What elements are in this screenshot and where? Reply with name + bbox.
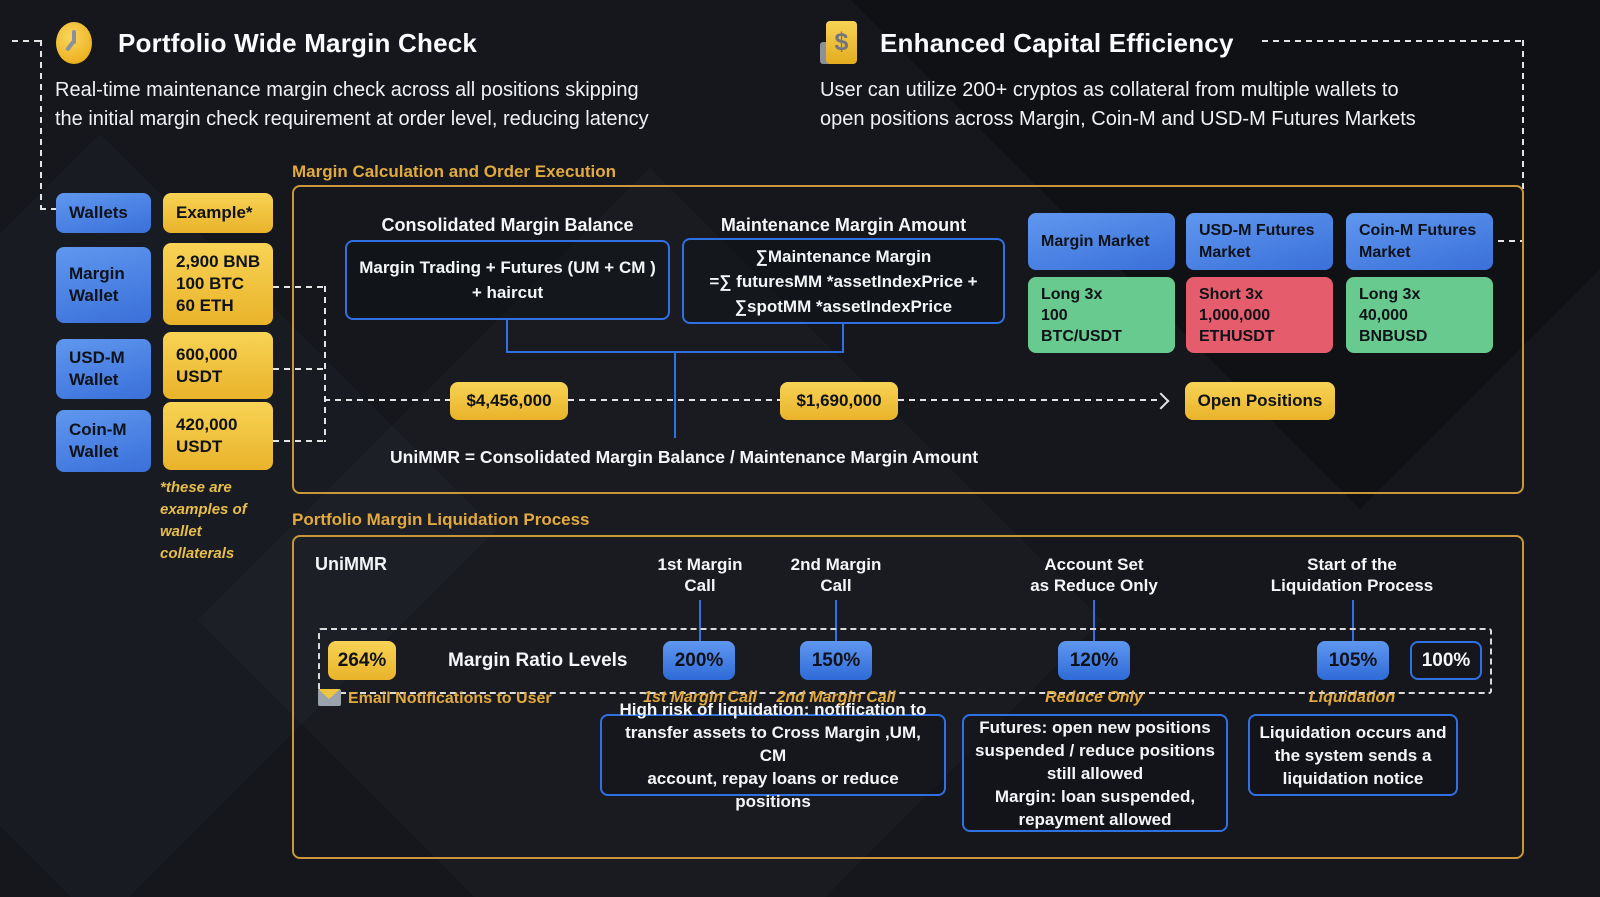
note-liquidation: Liquidation occurs and the system sends … <box>1248 714 1458 796</box>
blue-connector <box>506 320 508 352</box>
example-header-box: Example* <box>163 193 273 233</box>
dashed-connector <box>898 399 1160 401</box>
description-right: User can utilize 200+ cryptos as collate… <box>820 79 1416 130</box>
market-box-usdm-futures: USD-M Futures Market <box>1186 213 1333 270</box>
market-box-coinm-futures: Coin-M Futures Market <box>1346 213 1493 270</box>
tag-liquidation: Liquidation <box>1308 689 1396 706</box>
market-box-margin: Margin Market <box>1028 213 1175 270</box>
blue-connector <box>674 351 676 438</box>
clock-hand <box>65 39 76 52</box>
note-reduce-only: Futures: open new positions suspended / … <box>962 714 1228 832</box>
example-box-usdm: 600,000 USDT <box>163 332 273 399</box>
position-box-coinm-futures: Long 3x 40,000 BNBUSD <box>1346 277 1493 353</box>
position-box-margin: Long 3x 100 BTC/USDT <box>1028 277 1175 353</box>
stage-heading-1st-call: 1st Margin Call <box>657 555 743 595</box>
dashed-connector <box>273 440 324 442</box>
dashed-connector <box>12 40 44 42</box>
stage-heading-2nd-call: 2nd Margin Call <box>790 555 882 595</box>
section-title-liquidation: Portfolio Margin Liquidation Process <box>292 510 590 529</box>
clock-icon <box>56 22 92 64</box>
open-positions-badge: Open Positions <box>1185 382 1335 420</box>
ratio-badge-150: 150% <box>800 641 872 680</box>
section-title-margin-calc: Margin Calculation and Order Execution <box>292 162 616 181</box>
email-icon <box>318 689 341 706</box>
dashed-connector <box>40 40 42 210</box>
unimmr-formula: UniMMR = Consolidated Margin Balance / M… <box>390 447 979 467</box>
ratio-levels-dashed-frame <box>318 628 1492 694</box>
blue-tick <box>699 600 701 642</box>
maintenance-formula-box: ∑Maintenance Margin =∑ futuresMM *assetI… <box>682 238 1005 324</box>
ratio-badge-105: 105% <box>1317 641 1389 680</box>
wallet-box-coinm: Coin-M Wallet <box>56 410 151 472</box>
page-title-right: Enhanced Capital Efficiency <box>880 28 1234 58</box>
blue-tick <box>835 600 837 642</box>
example-box-margin: 2,900 BNB 100 BTC 60 ETH <box>163 243 273 325</box>
email-icon-flap <box>318 689 340 699</box>
stage-heading-reduce-only: Account Set as Reduce Only <box>1030 555 1158 595</box>
blue-tick <box>1352 600 1354 642</box>
dashed-connector <box>273 368 324 370</box>
wallets-header-box: Wallets <box>56 193 151 233</box>
wallet-box-usdm: USD-M Wallet <box>56 339 151 399</box>
unimmr-label: UniMMR <box>315 554 387 574</box>
position-box-usdm-futures: Short 3x 1,000,000 ETHUSDT <box>1186 277 1333 353</box>
consolidated-formula-box: Margin Trading + Futures (UM + CM ) + ha… <box>345 240 670 320</box>
email-notifications-label: Email Notifications to User <box>348 690 552 707</box>
margin-calc-frame <box>292 185 1524 494</box>
example-box-coinm: 420,000 USDT <box>163 402 273 470</box>
dashed-connector <box>324 286 326 442</box>
dashed-connector <box>1522 40 1524 242</box>
dashed-connector <box>40 208 57 210</box>
ratio-row-label: Margin Ratio Levels <box>448 650 628 671</box>
page-title-left: Portfolio Wide Margin Check <box>118 28 478 58</box>
tag-2nd-margin-call: 2nd Margin Call <box>776 689 896 706</box>
blue-tick <box>1093 600 1095 642</box>
consolidated-value-badge: $4,456,000 <box>450 382 568 420</box>
liquidation-frame <box>292 535 1524 859</box>
dashed-connector <box>1262 40 1524 42</box>
dashed-connector <box>568 399 780 401</box>
dashed-connector <box>324 399 450 401</box>
ratio-badge-120: 120% <box>1058 641 1130 680</box>
clock-hand <box>72 30 76 44</box>
blue-connector <box>842 324 844 352</box>
current-ratio-badge: 264% <box>328 641 396 680</box>
description-left: Real-time maintenance margin check acros… <box>55 79 649 130</box>
consolidated-heading: Consolidated Margin Balance <box>381 215 634 235</box>
ratio-badge-200: 200% <box>663 641 735 680</box>
dashed-connector <box>1498 240 1524 242</box>
money-icon: $ <box>826 21 857 64</box>
stage-heading-liquidation: Start of the Liquidation Process <box>1270 555 1434 595</box>
ratio-badge-100: 100% <box>1410 641 1482 680</box>
maintenance-value-badge: $1,690,000 <box>780 382 898 420</box>
wallet-footnote: *these are examples of wallet collateral… <box>160 479 247 562</box>
note-margin-call: High risk of liquidation: notification t… <box>600 700 946 811</box>
tag-1st-margin-call: 1st Margin Call <box>643 689 757 706</box>
maintenance-heading: Maintenance Margin Amount <box>720 215 967 235</box>
dashed-connector <box>273 286 324 288</box>
wallet-box-margin: Margin Wallet <box>56 247 151 323</box>
tag-reduce-only: Reduce Only <box>1045 689 1143 706</box>
